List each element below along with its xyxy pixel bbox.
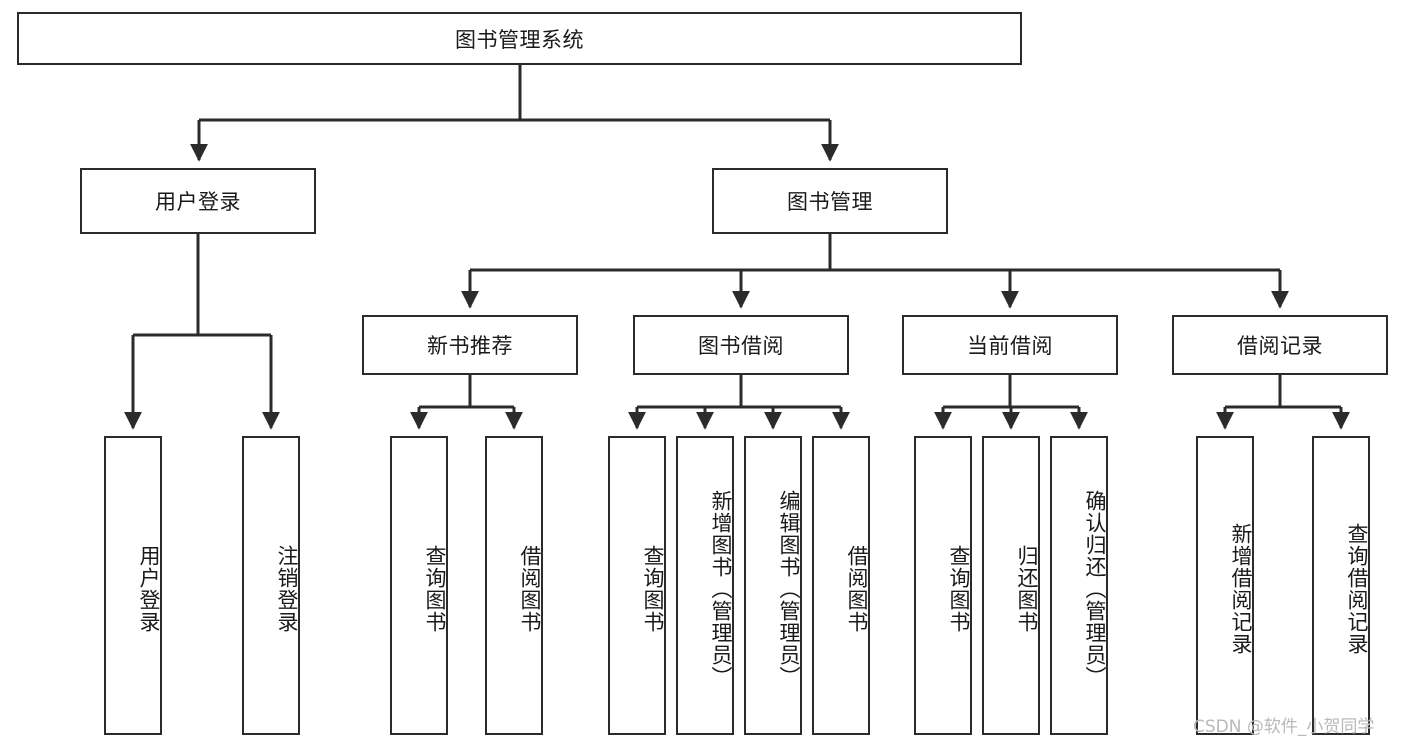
node-label: 新增图书（管理员）: [709, 489, 733, 688]
leaf-query-book-borrow[interactable]: 查询图书: [608, 436, 666, 735]
leaf-borrow-book[interactable]: 借阅图书: [812, 436, 870, 735]
leaf-borrow-book-recommend[interactable]: 借阅图书: [485, 436, 543, 735]
node-label: 借阅图书: [518, 544, 542, 633]
node-label: 用户登录: [155, 190, 241, 214]
node-new-book-recommend[interactable]: 新书推荐: [362, 315, 578, 375]
node-label: 图书管理: [787, 190, 873, 214]
node-label: 查询图书: [641, 544, 665, 633]
node-label: 当前借阅: [967, 334, 1053, 358]
node-label: 用户登录: [137, 544, 161, 633]
node-user-login[interactable]: 用户登录: [80, 168, 316, 234]
node-label: 借阅记录: [1237, 334, 1323, 358]
node-label: 查询借阅记录: [1345, 522, 1369, 655]
leaf-query-book-current[interactable]: 查询图书: [914, 436, 972, 735]
leaf-add-borrow-record[interactable]: 新增借阅记录: [1196, 436, 1254, 735]
node-label: 新增借阅记录: [1229, 522, 1253, 655]
node-label: 注销登录: [275, 544, 299, 633]
leaf-return-book[interactable]: 归还图书: [982, 436, 1040, 735]
node-current-borrow[interactable]: 当前借阅: [902, 315, 1118, 375]
leaf-query-book-recommend[interactable]: 查询图书: [390, 436, 448, 735]
node-label: 确认归还（管理员）: [1083, 489, 1107, 688]
node-book-management[interactable]: 图书管理: [712, 168, 948, 234]
leaf-logout[interactable]: 注销登录: [242, 436, 300, 735]
node-label: 图书管理系统: [455, 27, 584, 52]
node-label: 图书借阅: [698, 334, 784, 358]
node-label: 归还图书: [1015, 544, 1039, 633]
node-label: 新书推荐: [427, 334, 513, 358]
leaf-add-book-admin[interactable]: 新增图书（管理员）: [676, 436, 734, 735]
leaf-edit-book-admin[interactable]: 编辑图书（管理员）: [744, 436, 802, 735]
node-book-borrow[interactable]: 图书借阅: [633, 315, 849, 375]
node-root-system[interactable]: 图书管理系统: [17, 12, 1022, 65]
node-label: 编辑图书（管理员）: [777, 489, 801, 688]
node-label: 查询图书: [947, 544, 971, 633]
node-borrow-record[interactable]: 借阅记录: [1172, 315, 1388, 375]
node-label: 查询图书: [423, 544, 447, 633]
leaf-user-login[interactable]: 用户登录: [104, 436, 162, 735]
leaf-query-borrow-record[interactable]: 查询借阅记录: [1312, 436, 1370, 735]
node-label: 借阅图书: [845, 544, 869, 633]
leaf-confirm-return-admin[interactable]: 确认归还（管理员）: [1050, 436, 1108, 735]
